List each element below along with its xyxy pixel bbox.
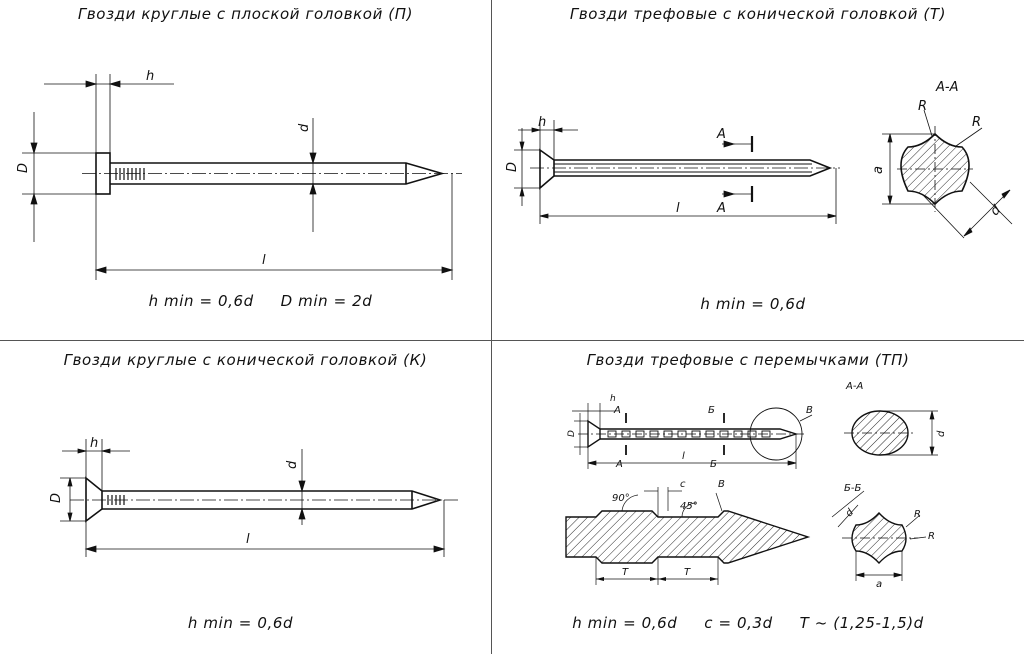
panel-formula: h min = 0,6d c = 0,3d T ~ (1,25-1,5)d: [572, 614, 924, 632]
label-B-bottom: Б: [710, 459, 717, 470]
label-angle-45: 45°: [680, 501, 698, 512]
label-l: l: [682, 451, 685, 462]
label-D: D: [505, 162, 520, 172]
label-A-top: A: [716, 127, 726, 142]
label-R1: R: [918, 99, 927, 114]
detail-v-profile: [565, 510, 811, 564]
nail-drawing-trefoil-conical: h D l A A А-А: [505, 80, 1013, 239]
panel-formula: h min = 0,6d: [700, 295, 806, 313]
panel-formula: h min = 0,6d D min = 2d: [148, 292, 373, 310]
label-h: h: [538, 115, 546, 130]
label-h: h: [610, 394, 616, 404]
panel-title: Гвозди трефовые с конической головкой (Т…: [569, 5, 947, 23]
label-h: h: [90, 436, 98, 451]
label-l: l: [262, 253, 266, 268]
label-a: a: [871, 166, 886, 174]
label-A-bottom: A: [716, 201, 726, 216]
label-A-bottom: A: [615, 459, 623, 470]
section-title-aa: А-А: [935, 80, 958, 95]
label-d: d: [297, 123, 312, 132]
panel-round-flat-head: Гвозди круглые с плоской головкой (П): [0, 0, 491, 340]
vertical-divider: [491, 0, 492, 654]
label-h: h: [146, 69, 154, 84]
label-l: l: [246, 532, 250, 547]
label-R2: R: [972, 115, 981, 130]
panel-title: Гвозди круглые с плоской головкой (П): [77, 5, 414, 23]
label-a: a: [876, 579, 882, 590]
label-R1: R: [914, 509, 921, 520]
panel-title: Гвозди трефовые с перемычками (ТП): [586, 351, 910, 369]
panel-trefoil-with-jumpers: Гвозди трефовые с перемычками (ТП): [492, 341, 1024, 654]
label-T2: T: [684, 567, 691, 578]
nail-head: [539, 148, 555, 190]
label-B-top: Б: [708, 405, 715, 416]
label-l: l: [676, 201, 680, 216]
label-d: d: [988, 202, 1005, 219]
panel-title: Гвозди круглые с конической головкой (К): [63, 351, 428, 369]
nail-drawing-conical-head: h D d l: [49, 436, 460, 557]
trefoil-section: [897, 126, 973, 212]
label-d: d: [285, 460, 300, 469]
panel-round-conical-head: Гвозди круглые с конической головкой (К): [0, 341, 491, 654]
label-T1: T: [622, 567, 629, 578]
label-D: D: [567, 430, 577, 437]
knurl-marks: [115, 168, 145, 180]
label-d-aa: d: [936, 430, 947, 437]
nail-drawing-trefoil-jumpers: h D l A A Б Б В В: [565, 381, 947, 590]
label-D: D: [49, 493, 64, 503]
panel-trefoil-conical-head: Гвозди трефовые с конической головкой (Т…: [492, 0, 1024, 340]
panel-formula: h min = 0,6d: [187, 614, 294, 632]
horizontal-divider: [0, 340, 1024, 341]
label-R2: R: [928, 531, 935, 542]
label-A-top: A: [613, 405, 621, 416]
label-c: c: [680, 479, 686, 490]
nail-drawing-flat-head: h D d l: [16, 69, 462, 280]
label-detail-v: В: [718, 479, 725, 490]
section-title-bb: Б-Б: [844, 483, 861, 494]
label-V: В: [806, 405, 813, 416]
label-angle-90: 90°: [612, 493, 630, 504]
nail-head: [85, 476, 103, 523]
section-title-aa: А-А: [845, 381, 863, 392]
label-D: D: [16, 163, 31, 173]
